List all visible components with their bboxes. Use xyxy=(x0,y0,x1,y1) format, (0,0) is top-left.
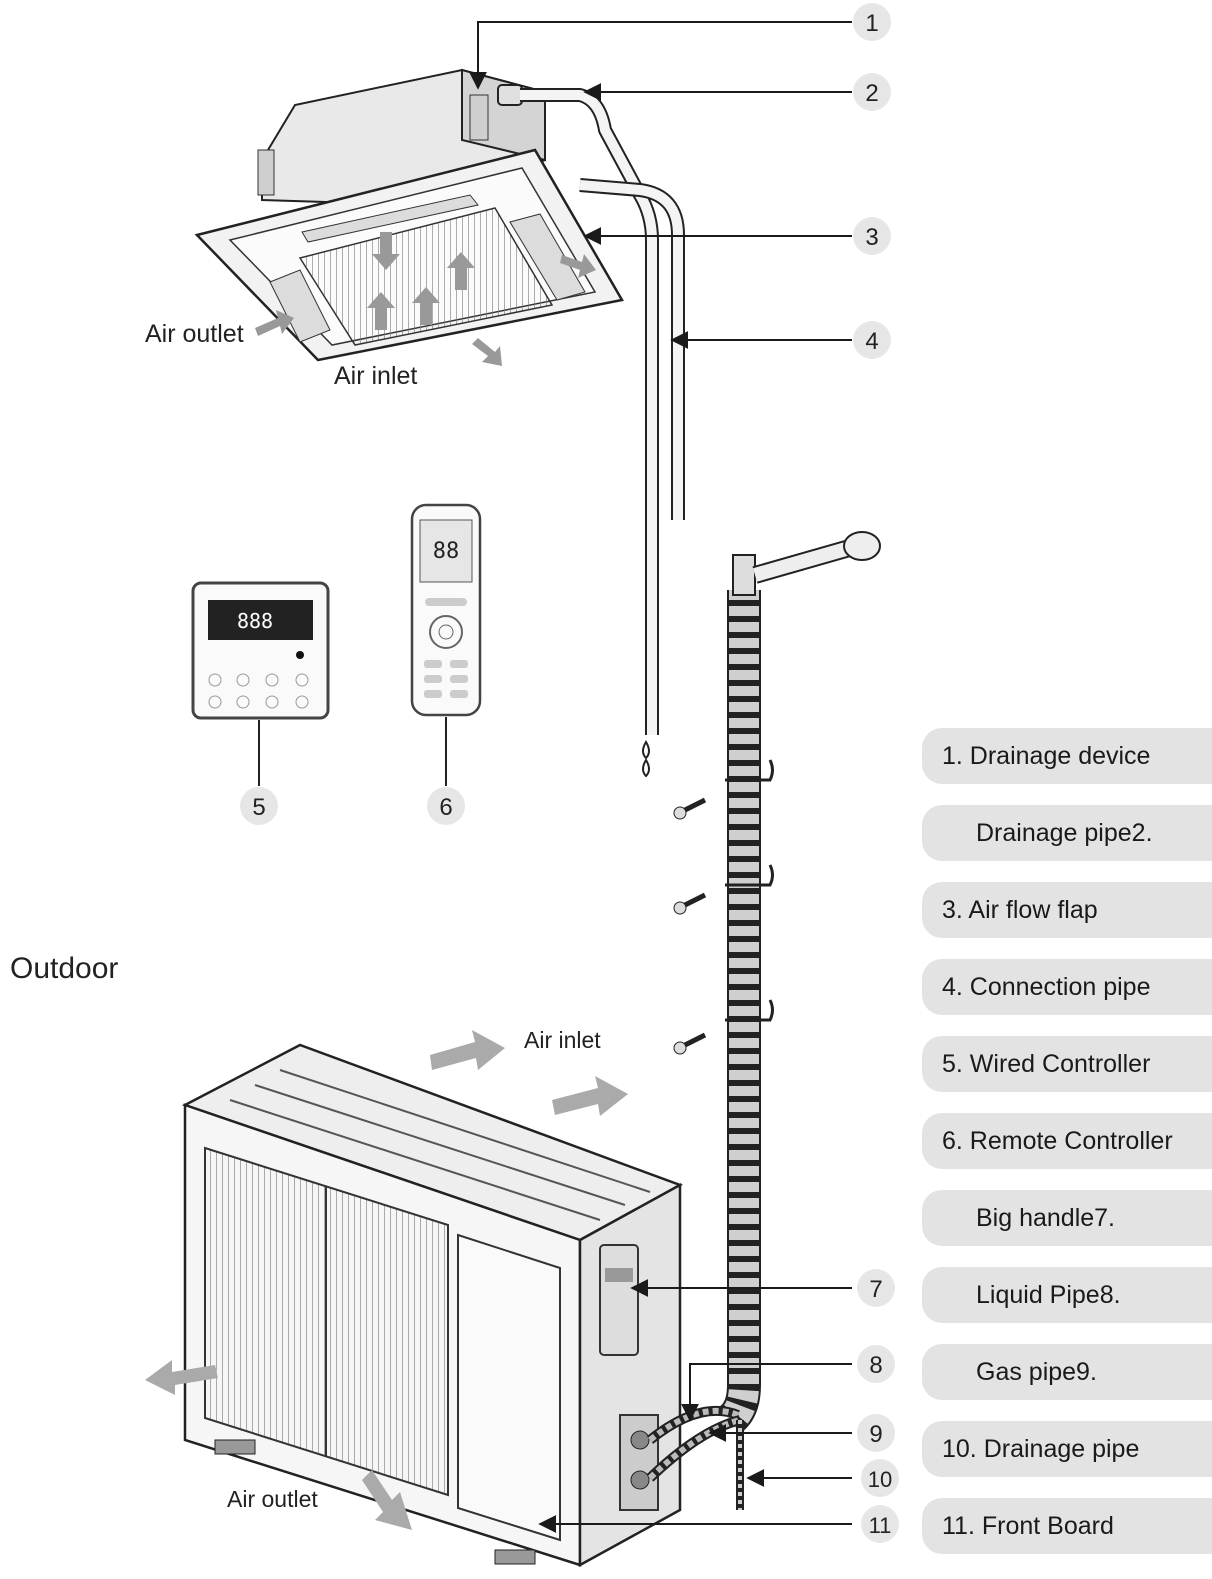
callout-6: 6 xyxy=(427,787,465,825)
outdoor-unit xyxy=(181,1043,684,1568)
outdoor-air-outlet-label: Air outlet xyxy=(227,1486,318,1512)
callout-9: 9 xyxy=(857,1414,895,1452)
callout-1: 1 xyxy=(853,3,891,41)
svg-text:5: 5 xyxy=(252,794,265,821)
svg-text:3: 3 xyxy=(865,224,878,251)
remote-controller: 88 xyxy=(410,503,482,717)
svg-text:2: 2 xyxy=(865,80,878,107)
callout-3: 3 xyxy=(853,217,891,255)
svg-text:7: 7 xyxy=(869,1276,882,1303)
legend-item-1: 1. Drainage device xyxy=(922,728,1212,784)
legend-item-9: Gas pipe9. xyxy=(922,1344,1212,1400)
callout-10: 10 xyxy=(861,1459,899,1497)
legend-item-3: 3. Air flow flap xyxy=(922,882,1212,938)
indoor-air-outlet-label: Air outlet xyxy=(145,320,244,348)
callout-5: 5 xyxy=(240,787,278,825)
callout-11: 11 xyxy=(861,1505,899,1543)
wired-controller: 888 xyxy=(191,581,330,720)
remote-display: 88 xyxy=(433,539,460,564)
callout-8: 8 xyxy=(857,1345,895,1383)
wired-controller-display: 888 xyxy=(237,609,273,633)
indoor-air-inlet-label: Air inlet xyxy=(334,362,417,390)
legend-item-10: 10. Drainage pipe xyxy=(922,1421,1212,1477)
legend-item-11: 11. Front Board xyxy=(922,1498,1212,1554)
svg-text:10: 10 xyxy=(868,1467,892,1492)
legend-item-7: Big handle7. xyxy=(922,1190,1212,1246)
svg-text:8: 8 xyxy=(869,1352,882,1379)
svg-text:1: 1 xyxy=(865,10,878,37)
water-drops xyxy=(642,740,650,778)
svg-text:11: 11 xyxy=(869,1513,892,1538)
indoor-cassette-unit xyxy=(194,68,624,366)
svg-text:6: 6 xyxy=(439,794,452,821)
callout-7: 7 xyxy=(857,1269,895,1307)
callout-2: 2 xyxy=(853,73,891,111)
legend-item-8: Liquid Pipe8. xyxy=(922,1267,1212,1323)
svg-text:9: 9 xyxy=(869,1421,882,1448)
legend-item-5: 5. Wired Controller xyxy=(922,1036,1212,1092)
callout-4: 4 xyxy=(853,321,891,359)
legend-item-4: 4. Connection pipe xyxy=(922,959,1212,1015)
outdoor-section-title: Outdoor xyxy=(10,952,118,985)
outdoor-air-inlet-label: Air inlet xyxy=(524,1027,601,1053)
outdoor-air-arrows xyxy=(145,1030,628,1530)
legend-item-2: Drainage pipe2. xyxy=(922,805,1212,861)
wall-screws xyxy=(673,797,707,1055)
svg-text:4: 4 xyxy=(865,328,878,355)
legend-item-6: 6. Remote Controller xyxy=(922,1113,1212,1169)
wall-pipe-bundle xyxy=(719,531,881,1434)
leader-lines xyxy=(469,21,852,1533)
